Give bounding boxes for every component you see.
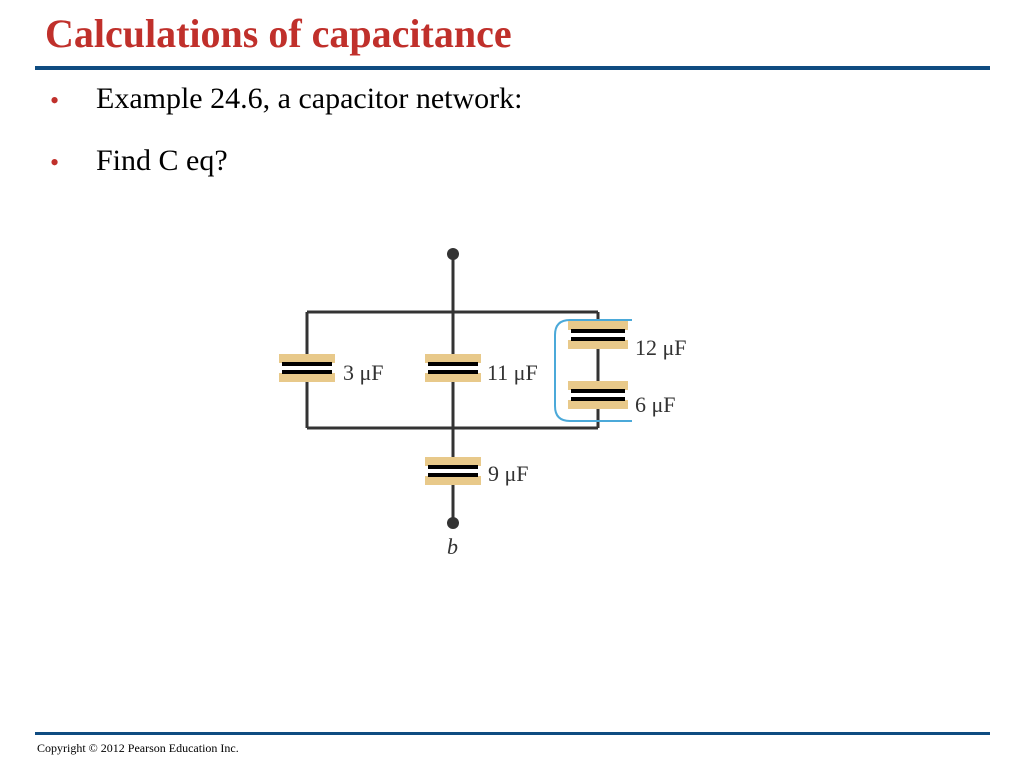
capacitor-11uf-label: 11 μF bbox=[487, 360, 538, 385]
capacitor-12uf bbox=[568, 321, 628, 349]
copyright-footer: Copyright © 2012 Pearson Education Inc. bbox=[37, 741, 239, 755]
footer-rule bbox=[35, 732, 990, 735]
capacitor-6uf-label: 6 μF bbox=[635, 392, 676, 417]
capacitor-6uf bbox=[568, 381, 628, 409]
capacitor-3uf-label: 3 μF bbox=[343, 360, 384, 385]
capacitor-11uf bbox=[425, 354, 481, 382]
bullet-icon: • bbox=[50, 86, 60, 115]
terminal-top bbox=[447, 248, 459, 260]
terminal-b-label: b bbox=[447, 534, 458, 559]
series-bracket bbox=[554, 319, 632, 422]
bullet-icon: • bbox=[50, 148, 60, 177]
bullet-text: Find C eq? bbox=[96, 144, 228, 177]
capacitor-network-diagram: 3 μF 11 μF 12 μF 6 μF 9 μF b bbox=[279, 248, 687, 559]
capacitor-9uf-label: 9 μF bbox=[488, 461, 529, 486]
capacitor-3uf bbox=[279, 354, 335, 382]
capacitor-12uf-label: 12 μF bbox=[635, 335, 687, 360]
capacitor-9uf bbox=[425, 457, 481, 485]
terminal-b bbox=[447, 517, 459, 529]
slide-title: Calculations of capacitance bbox=[45, 11, 512, 56]
bullet-text: Example 24.6, a capacitor network: bbox=[96, 82, 523, 115]
title-rule bbox=[35, 66, 990, 70]
